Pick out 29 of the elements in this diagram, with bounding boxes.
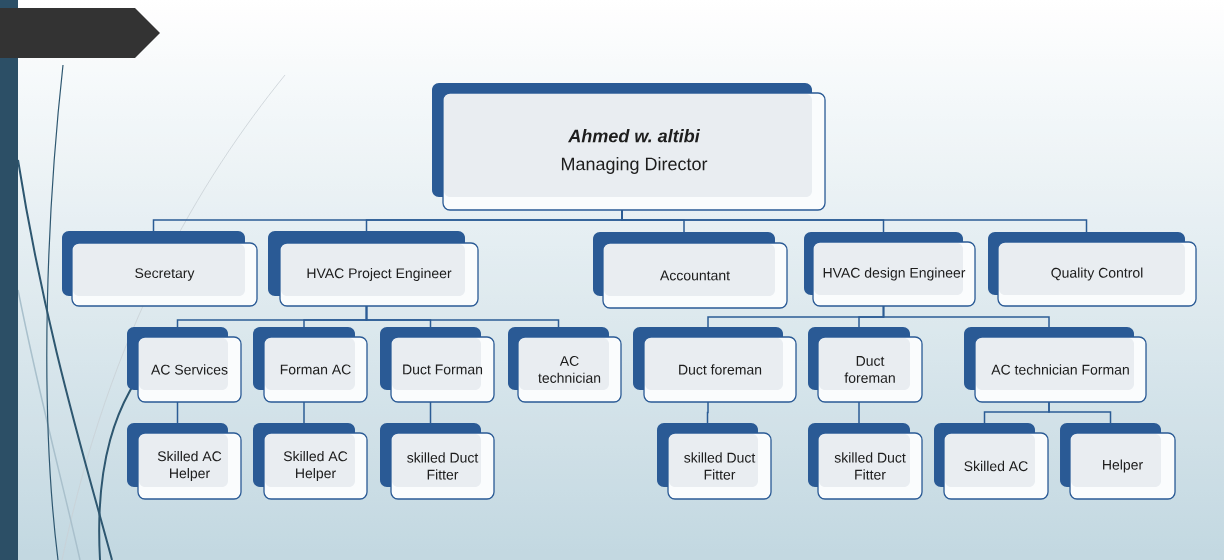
position-box: Skilled AC <box>934 423 1049 500</box>
position-box: Skilled AC Helper <box>127 423 242 500</box>
position-box: skilled Duct Fitter <box>808 423 923 500</box>
connector-line <box>1048 401 1112 424</box>
position-box: HVAC Project Engineer <box>268 231 479 307</box>
position-box: Duct Forman <box>380 327 495 403</box>
position-box: AC technician <box>508 327 622 403</box>
position-box: Accountant <box>593 232 788 309</box>
connector-line <box>365 305 560 328</box>
connector-line <box>858 401 860 424</box>
connector-line <box>176 401 179 424</box>
position-box: Ahmed w. altibi Managing Director <box>432 83 826 211</box>
position-box: Duct foreman <box>808 327 923 403</box>
position-box: skilled Duct Fitter <box>657 423 772 500</box>
connector-line <box>303 401 305 424</box>
position-box: Forman AC <box>253 327 368 403</box>
connector-line <box>429 401 432 424</box>
position-box: skilled Duct Fitter <box>380 423 495 500</box>
position-box: AC Services <box>127 327 242 403</box>
position-box: Secretary <box>62 231 258 307</box>
position-box: HVAC design Engineer <box>804 232 976 307</box>
position-box: Skilled AC Helper <box>253 423 368 500</box>
connector-line <box>706 401 709 424</box>
position-box: Duct foreman <box>633 327 797 403</box>
connector-line <box>621 209 1088 233</box>
position-box: Quality Control <box>988 232 1197 307</box>
position-box: Helper <box>1060 423 1176 500</box>
connector-line <box>882 305 1050 328</box>
position-box: AC technician Forman <box>964 327 1147 403</box>
